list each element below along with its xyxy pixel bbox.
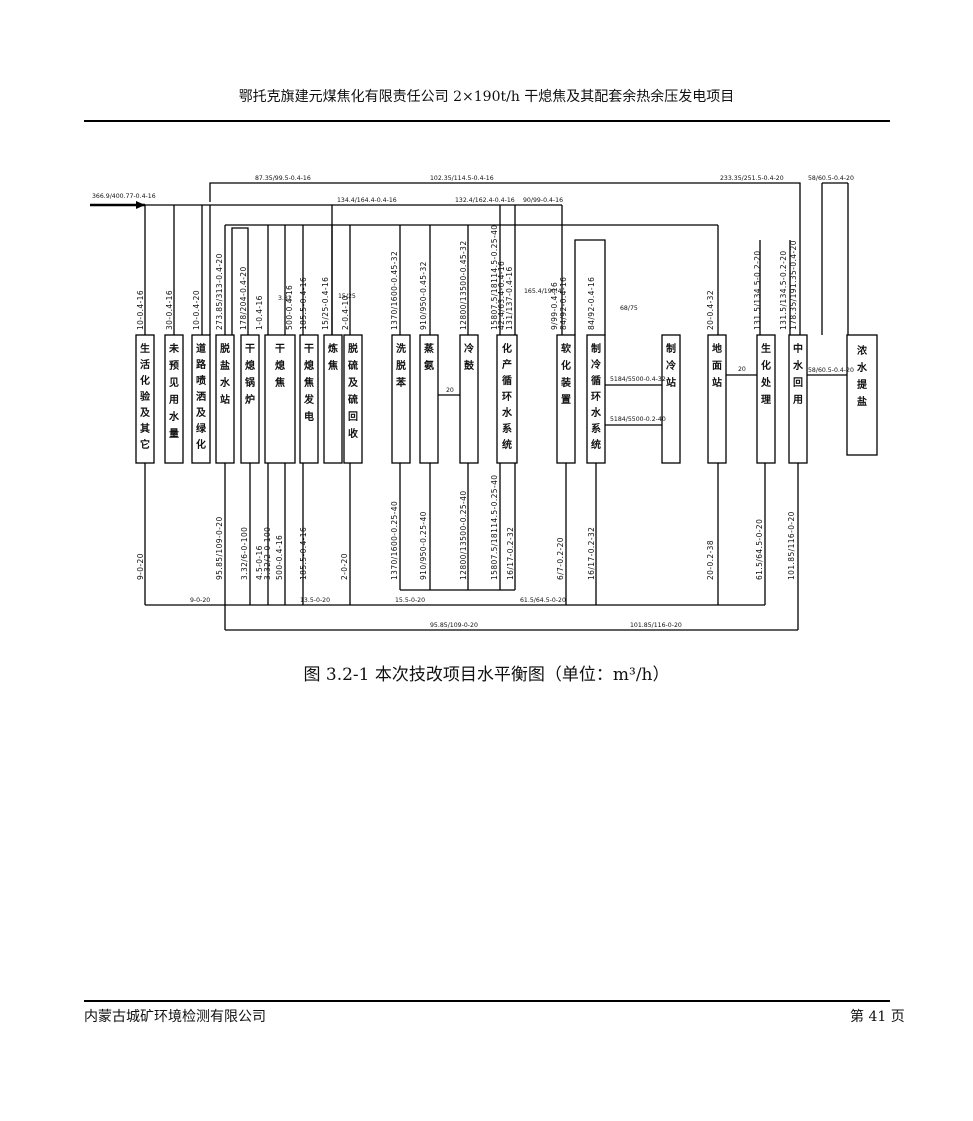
page-header-title: 鄂托克旗建元煤焦化有限责任公司 2×190t/h 干熄焦及其配套余热余压发电项目 bbox=[238, 89, 735, 105]
upper-flow-label-13: 15807.5/18114.5-0.25-40 bbox=[490, 225, 499, 330]
upper-flow-label-1: 30-0.4-16 bbox=[165, 290, 174, 330]
lower-flow-label-7: 2-0-20 bbox=[340, 553, 349, 580]
flow-label-b6: 101.85/116-0-20 bbox=[630, 622, 682, 629]
upper-flow-label-17: 84/92-0.4-16 bbox=[559, 277, 568, 330]
footer-page-number: 第 41 页 bbox=[850, 1009, 905, 1025]
lower-flow-label-15: 20-0.2-38 bbox=[706, 540, 715, 580]
upper-flow-label-12: 12800/13500-0.45-32 bbox=[459, 241, 468, 331]
flow-label-l3: 165.4/190.4 bbox=[524, 288, 562, 295]
upper-flow-label-5: 1-0.4-16 bbox=[255, 295, 264, 330]
lower-flow-label-12: 16/17-0.2-32 bbox=[506, 527, 515, 580]
flow-label-b4: 61.5/64.5-0-20 bbox=[520, 597, 566, 604]
upper-flow-label-20: 131.5/134.5-0.2-20 bbox=[753, 250, 762, 330]
unit-label-u19: 中水回用 bbox=[792, 342, 804, 406]
header-rule bbox=[84, 120, 890, 122]
flow-label-l2: 15/25 bbox=[338, 293, 356, 300]
upper-flow-label-11: 910/950-0.45-32 bbox=[419, 261, 428, 330]
flow-label-m2: 5184/5500-0.2-40 bbox=[610, 416, 666, 423]
footer-company: 内蒙古城矿环境检测有限公司 bbox=[84, 1009, 266, 1025]
flow-label-f1: 87.35/99.5-0.4-16 bbox=[255, 175, 311, 182]
unit-label-u1: 生活化验及其它 bbox=[140, 342, 151, 451]
unit-label-u17: 地面站 bbox=[712, 342, 722, 389]
unit-label-u7: 干熄焦发电 bbox=[303, 343, 315, 423]
flow-label-f6: 132.4/162.4-0.4-16 bbox=[455, 197, 515, 204]
upper-flow-label-10: 1370/1600-0.45-32 bbox=[390, 251, 399, 330]
upper-flow-label-16: 9/99-0.4-16 bbox=[550, 282, 559, 330]
upper-flow-label-14: 42.4/63.4-0.4-16 bbox=[497, 261, 506, 330]
unit-label-u9: 脱硫及硫回收 bbox=[348, 342, 359, 440]
lower-flow-label-1: 95.85/109-0-20 bbox=[215, 516, 224, 580]
flow-label-m1: 5184/5500-0.4-32 bbox=[610, 376, 666, 383]
flow-label-l1: 3.82 bbox=[278, 295, 292, 302]
lower-flow-label-11: 15807.5/18114.5-0.25-40 bbox=[490, 475, 499, 580]
upper-flow-label-3: 273.85/313-0.4-20 bbox=[215, 253, 224, 330]
figure-caption: 图 3.2-1 本次技改项目水平衡图（单位：m³/h） bbox=[303, 665, 670, 685]
flow-label-f7: 90/99-0.4-16 bbox=[523, 197, 563, 204]
unit-label-u16: 制冷站 bbox=[666, 342, 676, 389]
flow-label-d2: 20 bbox=[738, 366, 746, 373]
lower-flow-label-10: 12800/13500-0.25-40 bbox=[459, 491, 468, 581]
unit-label-u6: 干熄焦 bbox=[274, 343, 285, 389]
unit-label-u15: 制冷循环水系统 bbox=[590, 342, 602, 451]
lower-flow-label-13: 6/7-0.2-20 bbox=[556, 537, 565, 580]
flow-label-f5: 134.4/164.4-0.4-16 bbox=[337, 197, 397, 204]
upper-flow-label-8: 15/25-0.4-16 bbox=[321, 277, 330, 330]
lower-flow-label-6: 185.5-0.4-16 bbox=[299, 527, 308, 580]
unit-label-u11: 蒸氨 bbox=[424, 342, 434, 372]
inlet-arrow-icon bbox=[136, 201, 145, 209]
lower-flow-label-17: 101.85/116-0-20 bbox=[787, 511, 796, 580]
upper-flow-label-22: 178.35/191.35-0.4-20 bbox=[789, 240, 798, 330]
unit-label-u10: 洗脱苯 bbox=[395, 342, 407, 389]
lower-flow-label-2: 3.32/6-0-100 bbox=[240, 527, 249, 580]
lower-flow-label-9: 910/950-0.25-40 bbox=[419, 511, 428, 580]
upper-flow-label-0: 10-0.4-16 bbox=[136, 290, 145, 330]
flow-label-b1: 9-0-20 bbox=[190, 597, 210, 604]
upper-flow-label-9: 2-0.4-10 bbox=[341, 295, 350, 330]
unit-label-u18: 生化处理 bbox=[760, 342, 772, 406]
flow-label-b3: 15.5-0-20 bbox=[395, 597, 425, 604]
upper-flow-label-18: 84/92-0.4-16 bbox=[587, 277, 596, 330]
flow-label-l4: 68/75 bbox=[620, 305, 638, 312]
unit-label-u12: 冷鼓 bbox=[464, 342, 475, 372]
lower-flow-label-16: 61.5/64.5-0-20 bbox=[755, 519, 764, 580]
footer-rule bbox=[84, 1000, 890, 1002]
unit-label-u20: 浓水提盐 bbox=[856, 344, 868, 408]
upper-flow-label-4: 178/204-0.4-20 bbox=[239, 266, 248, 330]
flow-label-f3: 233.35/251.5-0.4-20 bbox=[720, 175, 784, 182]
upper-flow-label-15: 131/137-0.4-16 bbox=[505, 266, 514, 330]
unit-label-u8: 炼焦 bbox=[327, 342, 338, 372]
flow-label-l5: 58/60.5-0.4-20 bbox=[808, 367, 854, 374]
lower-flow-label-5: 500-0.4-16 bbox=[275, 535, 284, 580]
flow-label-b2: 13.5-0-20 bbox=[300, 597, 330, 604]
unit-label-u3: 道路喷洒及绿化 bbox=[196, 342, 207, 451]
unit-label-u13: 化产循环水系统 bbox=[501, 342, 513, 451]
upper-flow-label-2: 10-0.4-20 bbox=[192, 290, 201, 330]
flow-label-f2: 102.35/114.5-0.4-16 bbox=[430, 175, 494, 182]
flow-label-b5: 95.85/109-0-20 bbox=[430, 622, 478, 629]
lower-flow-label-8: 1370/1600-0.25-40 bbox=[390, 501, 399, 580]
lower-flow-label-14: 16/17-0.2-32 bbox=[587, 527, 596, 580]
flow-label-d1: 20 bbox=[446, 387, 454, 394]
upper-flow-label-21: 131.5/134.5-0.2-20 bbox=[779, 250, 788, 330]
unit-label-u14: 软化装置 bbox=[560, 342, 571, 406]
unit-label-u4: 脱盐水站 bbox=[219, 342, 231, 406]
upper-flow-label-6: 500-0.4-16 bbox=[285, 285, 294, 330]
flow-label-f4: 58/60.5-0.4-20 bbox=[808, 175, 854, 182]
flow-label-inlet: 366.9/400.77-0.4-16 bbox=[92, 193, 156, 200]
unit-label-u2: 未预见用水量 bbox=[168, 342, 180, 440]
lower-flow-label-4: 3.32/2-0-100 bbox=[263, 527, 272, 580]
upper-flow-label-7: 185.5-0.4-16 bbox=[299, 277, 308, 330]
lower-flow-label-3: 4.5-0-16 bbox=[255, 545, 264, 580]
upper-flow-label-19: 20-0.4-32 bbox=[706, 290, 715, 330]
lower-flow-label-0: 9-0-20 bbox=[136, 553, 145, 580]
unit-label-u5: 干熄锅炉 bbox=[245, 343, 255, 406]
top-pipe-1 bbox=[209, 182, 801, 335]
